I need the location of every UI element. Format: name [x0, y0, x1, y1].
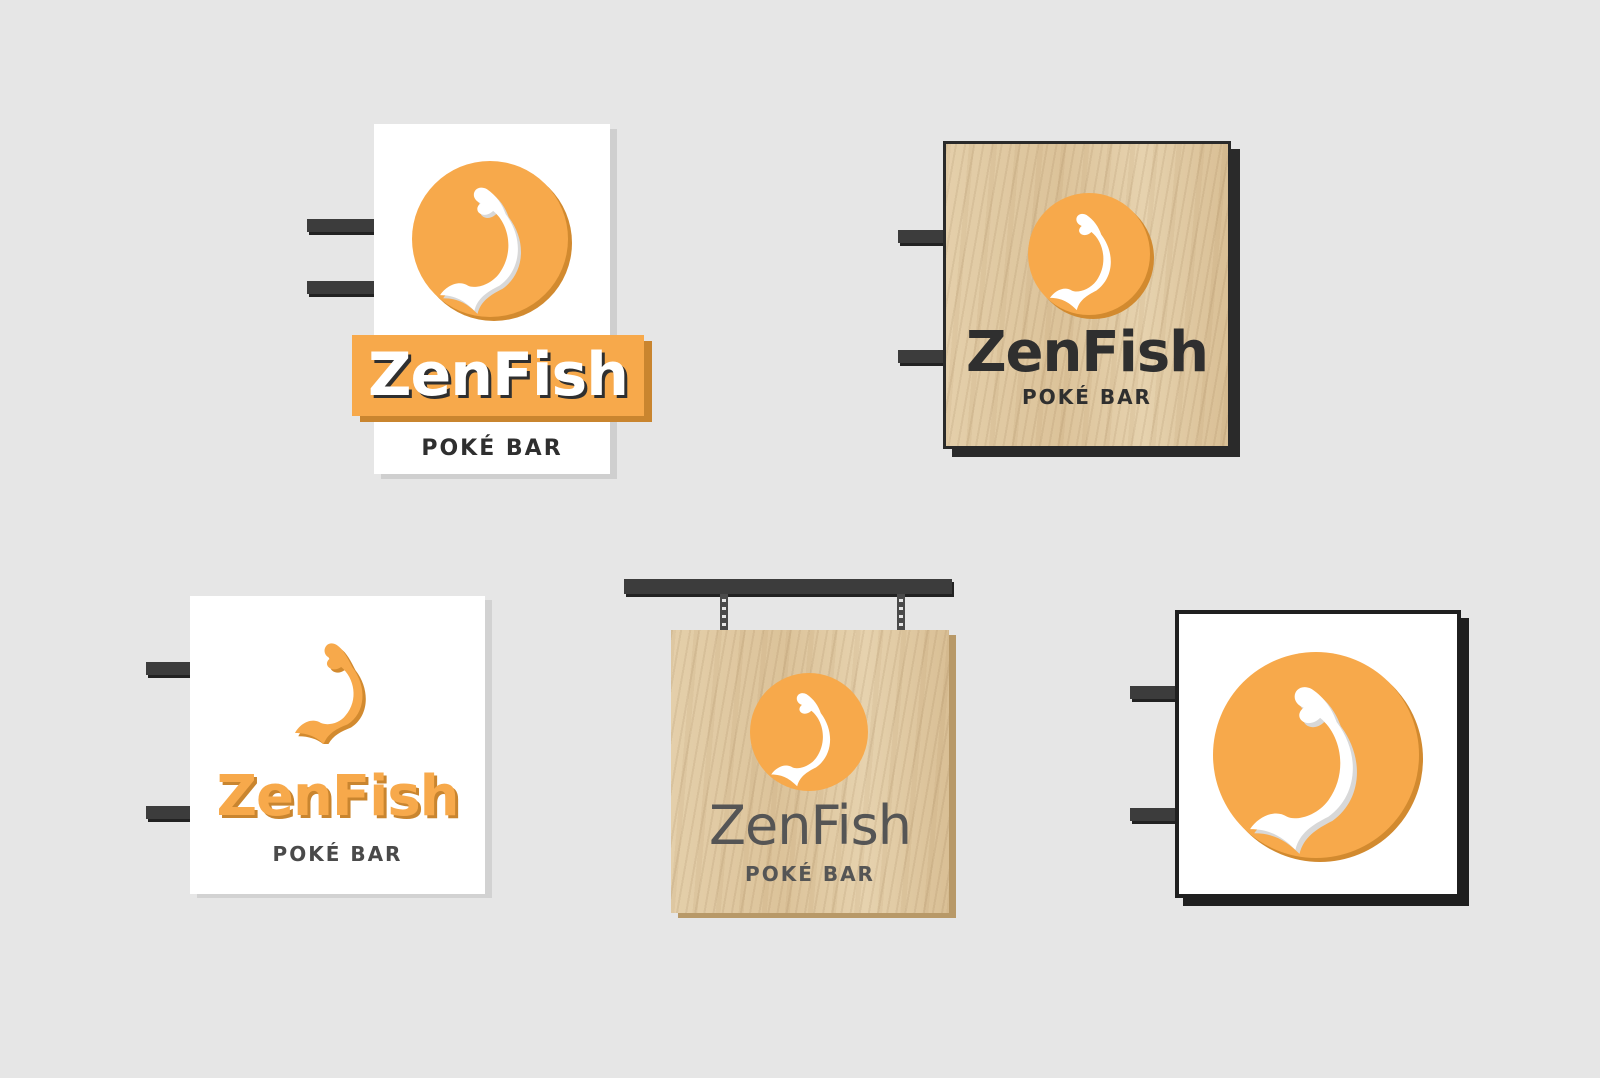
sign-1-ribbon	[352, 335, 644, 416]
koi-fish-icon	[1250, 687, 1357, 854]
sign-1-logo-circle	[412, 161, 568, 317]
sign-4-top-bar	[624, 579, 952, 594]
sign-5-bracket-bottom	[1130, 808, 1178, 821]
koi-fish-icon	[440, 187, 522, 314]
sign-3-fish	[284, 634, 394, 748]
sign-4-brand-name: ZenFish	[709, 794, 912, 857]
sign-5-bracket-top	[1130, 686, 1178, 699]
sign-3-bracket-bottom	[146, 806, 190, 819]
sign-3-bracket-top	[146, 662, 190, 675]
sign-4-chain-left	[720, 594, 728, 630]
sign-5-logo-circle	[1213, 652, 1419, 858]
sign-3-tagline: POKÉ BAR	[272, 842, 403, 866]
sign-2-logo-circle	[1028, 193, 1150, 315]
koi-fish-icon	[771, 693, 831, 787]
sign-2-tagline: POKÉ BAR	[1022, 385, 1152, 409]
sign-4-tagline: POKÉ BAR	[745, 862, 875, 886]
sign-1-bracket-top	[307, 219, 375, 232]
sign-3-brand-name: ZenFish	[216, 764, 459, 829]
sign-1-bracket-bottom	[307, 281, 375, 294]
koi-fish-icon	[1049, 213, 1111, 311]
koi-fish-icon	[295, 643, 366, 748]
sign-2-bracket-top	[898, 230, 946, 243]
sign-4-chain-right	[897, 594, 905, 630]
sign-4-logo-circle	[750, 673, 868, 791]
sign-2-brand-name: ZenFish	[965, 320, 1209, 385]
sign-2-bracket-bottom	[898, 350, 946, 363]
sign-1-brand-name: ZenFish	[368, 340, 629, 410]
sign-1-tagline: POKÉ BAR	[421, 436, 563, 461]
